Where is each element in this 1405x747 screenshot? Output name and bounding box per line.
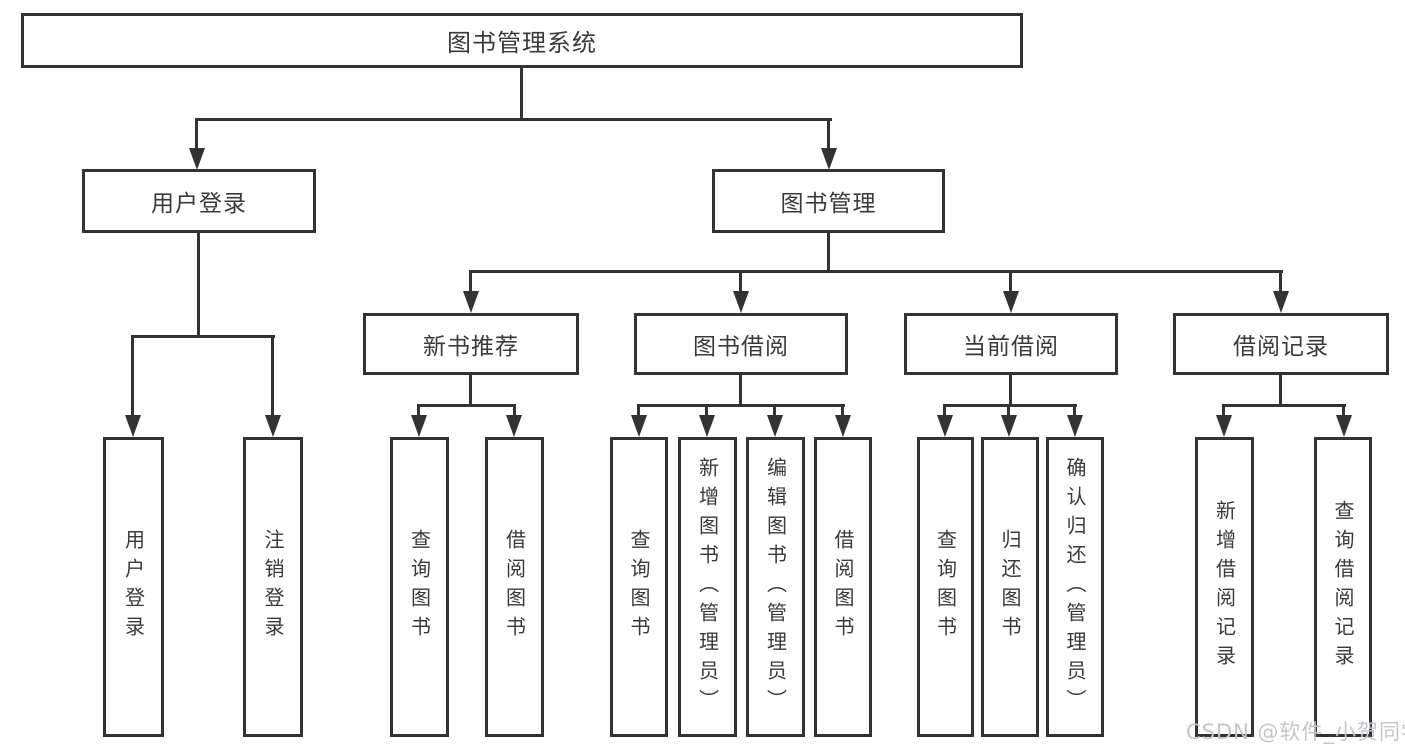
leaf-cb-confirm-return: 确认归还（管理员） xyxy=(1046,437,1104,737)
leaf-rec-query-record: 查询借阅记录 xyxy=(1314,437,1372,737)
leaf-bb-query-books: 查询图书 xyxy=(610,437,668,737)
connector-rec-bar xyxy=(1222,404,1346,407)
arrow-down-icon xyxy=(463,291,479,313)
arrow-down-icon xyxy=(733,291,749,313)
connector-cb-drop-3 xyxy=(1073,404,1076,417)
arrow-down-icon xyxy=(631,415,647,437)
connector-bb-stub xyxy=(739,375,742,407)
leaf-cb-query-books: 查询图书 xyxy=(917,437,974,737)
connector-mgmt-drop-2 xyxy=(739,270,742,293)
connector-login-drop-left xyxy=(131,335,134,417)
connector-cb-bar xyxy=(943,404,1077,407)
connector-login-drop-right xyxy=(271,335,274,417)
arrow-down-icon xyxy=(125,415,141,437)
connector-mgmt-bar xyxy=(469,270,1283,273)
leaf-bb-borrow-books: 借阅图书 xyxy=(814,437,872,737)
connector-bb-drop-1 xyxy=(637,404,640,417)
arrow-down-icon xyxy=(1216,415,1232,437)
connector-nbr-bar xyxy=(417,404,516,407)
connector-cb-stub xyxy=(1009,375,1012,407)
connector-login-stub xyxy=(197,232,200,337)
connector-mgmt-drop-3 xyxy=(1009,270,1012,293)
connector-rec-stub xyxy=(1279,375,1282,407)
leaf-bb-add-books: 新增图书（管理员） xyxy=(678,437,737,737)
connector-root-stub xyxy=(520,67,523,120)
node-user-login: 用户登录 xyxy=(82,169,316,233)
connector-rec-drop-1 xyxy=(1222,404,1225,417)
node-root: 图书管理系统 xyxy=(21,13,1023,68)
leaf-nbr-query-books: 查询图书 xyxy=(390,437,449,737)
leaf-nbr-borrow-books: 借阅图书 xyxy=(485,437,544,737)
arrow-down-icon xyxy=(1336,415,1352,437)
connector-nbr-drop-1 xyxy=(417,404,420,417)
arrow-down-icon xyxy=(699,415,715,437)
arrow-down-icon xyxy=(506,415,522,437)
connector-root-drop-right xyxy=(827,118,830,150)
arrow-down-icon xyxy=(1003,291,1019,313)
leaf-cb-return-books: 归还图书 xyxy=(981,437,1039,737)
arrow-down-icon xyxy=(835,415,851,437)
connector-mgmt-drop-1 xyxy=(469,270,472,293)
arrow-down-icon xyxy=(1273,291,1289,313)
arrow-down-icon xyxy=(937,415,953,437)
node-book-management: 图书管理 xyxy=(712,169,945,233)
connector-root-bar xyxy=(196,118,832,121)
connector-mgmt-stub xyxy=(827,232,830,273)
connector-bb-bar xyxy=(637,404,845,407)
connector-rec-drop-2 xyxy=(1342,404,1345,417)
connector-bb-drop-4 xyxy=(841,404,844,417)
arrow-down-icon xyxy=(1001,415,1017,437)
arrow-down-icon xyxy=(821,148,837,170)
connector-login-bar xyxy=(131,335,275,338)
leaf-bb-edit-books: 编辑图书（管理员） xyxy=(746,437,805,737)
arrow-down-icon xyxy=(265,415,281,437)
csdn-watermark: CSDN @软件_小贺同学 xyxy=(1186,720,1405,744)
connector-nbr-stub xyxy=(469,375,472,407)
leaf-logout: 注销登录 xyxy=(243,437,303,737)
connector-nbr-drop-2 xyxy=(513,404,516,417)
arrow-down-icon xyxy=(1067,415,1083,437)
connector-cb-drop-2 xyxy=(1007,404,1010,417)
arrow-down-icon xyxy=(189,148,205,170)
arrow-down-icon xyxy=(411,415,427,437)
node-book-borrow: 图书借阅 xyxy=(634,313,848,375)
connector-root-drop-left xyxy=(195,118,198,150)
node-borrow-records: 借阅记录 xyxy=(1173,313,1389,375)
arrow-down-icon xyxy=(767,415,783,437)
node-new-book-recommend: 新书推荐 xyxy=(363,313,579,375)
node-current-borrow: 当前借阅 xyxy=(904,313,1118,375)
connector-bb-drop-3 xyxy=(773,404,776,417)
leaf-rec-add-record: 新增借阅记录 xyxy=(1195,437,1254,737)
connector-bb-drop-2 xyxy=(705,404,708,417)
connector-mgmt-drop-4 xyxy=(1279,270,1282,293)
connector-cb-drop-1 xyxy=(943,404,946,417)
leaf-user-login: 用户登录 xyxy=(103,437,164,737)
